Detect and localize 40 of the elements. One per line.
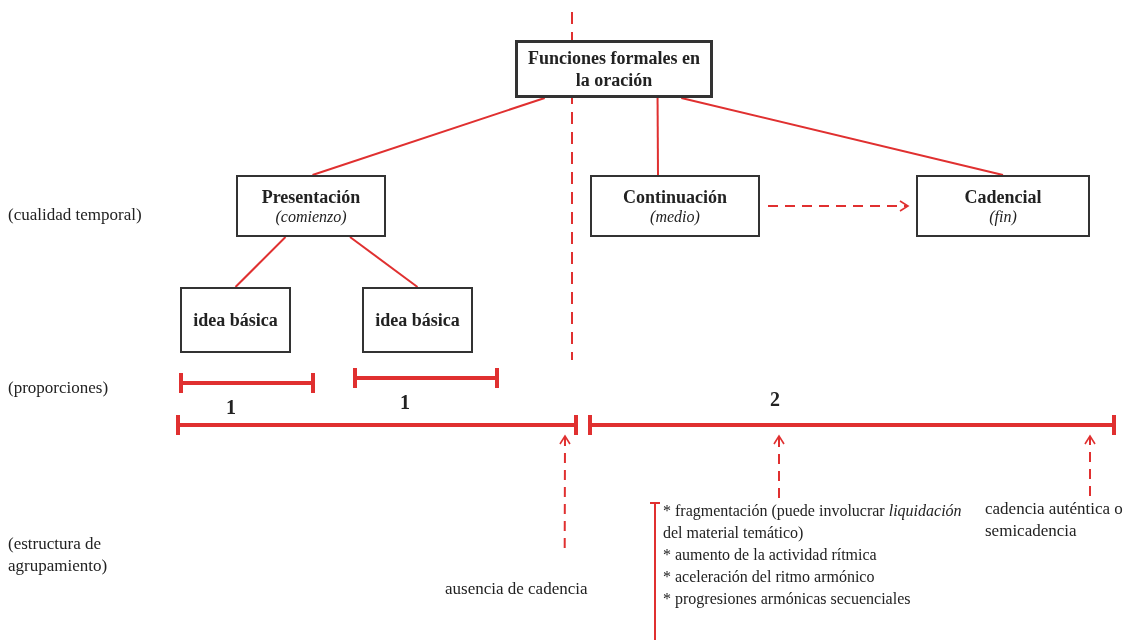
list-item: * aumento de la actividad rítmica [663, 545, 878, 565]
connector-line [234, 236, 287, 288]
connector-line [311, 97, 546, 176]
grouping-bar [176, 414, 578, 436]
box-subtitle: (comienzo) [275, 208, 347, 226]
box-heading: Continuación [623, 186, 727, 208]
idea-box [180, 287, 291, 353]
list-item: * fragmentación (puede involucrar liquidación del material temático) [663, 501, 963, 544]
proportion-bar [353, 367, 499, 389]
dashed-arrow [1084, 435, 1096, 497]
function-box [236, 175, 386, 237]
box-heading: Funciones formales en la oración [527, 47, 701, 91]
list-item: * progresiones armónicas secuenciales [663, 589, 912, 610]
connector-line [349, 236, 419, 288]
idea-box [362, 287, 473, 353]
proportion-bar [179, 372, 315, 394]
grouping-bar [588, 414, 1116, 436]
function-box [916, 175, 1090, 237]
box-subtitle: (fin) [989, 208, 1017, 226]
row-label: (estructura de agrupamiento) [8, 533, 109, 577]
list-item: * aceleración del ritmo armónico [663, 567, 876, 587]
dashed-arrow [773, 435, 785, 499]
row-label: (proporciones) [8, 377, 109, 399]
box-heading: idea básica [192, 309, 279, 331]
function-box [590, 175, 760, 237]
dashed-arrow [559, 435, 571, 549]
box-heading: idea básica [374, 309, 461, 331]
row-label: (cualidad temporal) [8, 204, 142, 226]
box-heading: Presentación [261, 186, 361, 208]
proportion-number: 2 [770, 388, 780, 410]
proportion-number: 1 [400, 391, 410, 413]
box-subtitle: (medio) [650, 208, 700, 226]
annotation-text: ausencia de cadencia [445, 578, 635, 600]
annotation-text: cadencia auténtica o semicadencia [985, 498, 1125, 542]
dashed-arrow [767, 200, 909, 212]
connector-line [680, 97, 1004, 176]
title-box [515, 40, 713, 98]
connector-line [656, 97, 659, 176]
box-heading: Cadencial [964, 186, 1042, 208]
proportion-number: 1 [226, 396, 236, 418]
